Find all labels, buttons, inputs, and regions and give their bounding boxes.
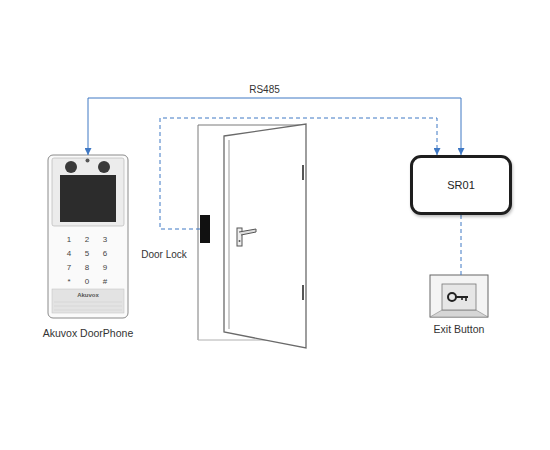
doorphone-node: Akuvox DoorPhone (46, 155, 130, 339)
node-label: SR01 (447, 179, 475, 191)
control-wire (461, 215, 462, 275)
keypad-key: 1 (67, 236, 71, 244)
keypad-key: 7 (67, 264, 71, 272)
node-label: Door Lock (141, 249, 187, 260)
exit-button: Exit Button (430, 275, 488, 317)
keypad-key: 9 (103, 264, 107, 272)
controller-box: SR01 (410, 155, 512, 215)
door-illustration (198, 124, 306, 348)
node-label: Exit Button (434, 323, 485, 335)
control-wire (160, 118, 437, 229)
keypad-key: # (103, 278, 107, 286)
keypad-key: * (67, 278, 70, 286)
door-lock: Door Lock (200, 215, 210, 243)
keypad-key: 5 (85, 250, 89, 258)
bus-label: RS485 (249, 85, 280, 95)
brand-mark: Akuvox (77, 292, 99, 298)
keypad-key: 2 (85, 236, 89, 244)
doorphone-illustration (48, 155, 128, 318)
exit-button-illustration (430, 275, 488, 317)
keypad-key: 4 (67, 250, 71, 258)
node-label: Akuvox DoorPhone (43, 327, 133, 339)
bus-line (88, 98, 461, 155)
keypad-key: 3 (103, 236, 107, 244)
keypad-key: 8 (85, 264, 89, 272)
keypad-key: 6 (103, 250, 107, 258)
keypad-key: 0 (85, 278, 89, 286)
